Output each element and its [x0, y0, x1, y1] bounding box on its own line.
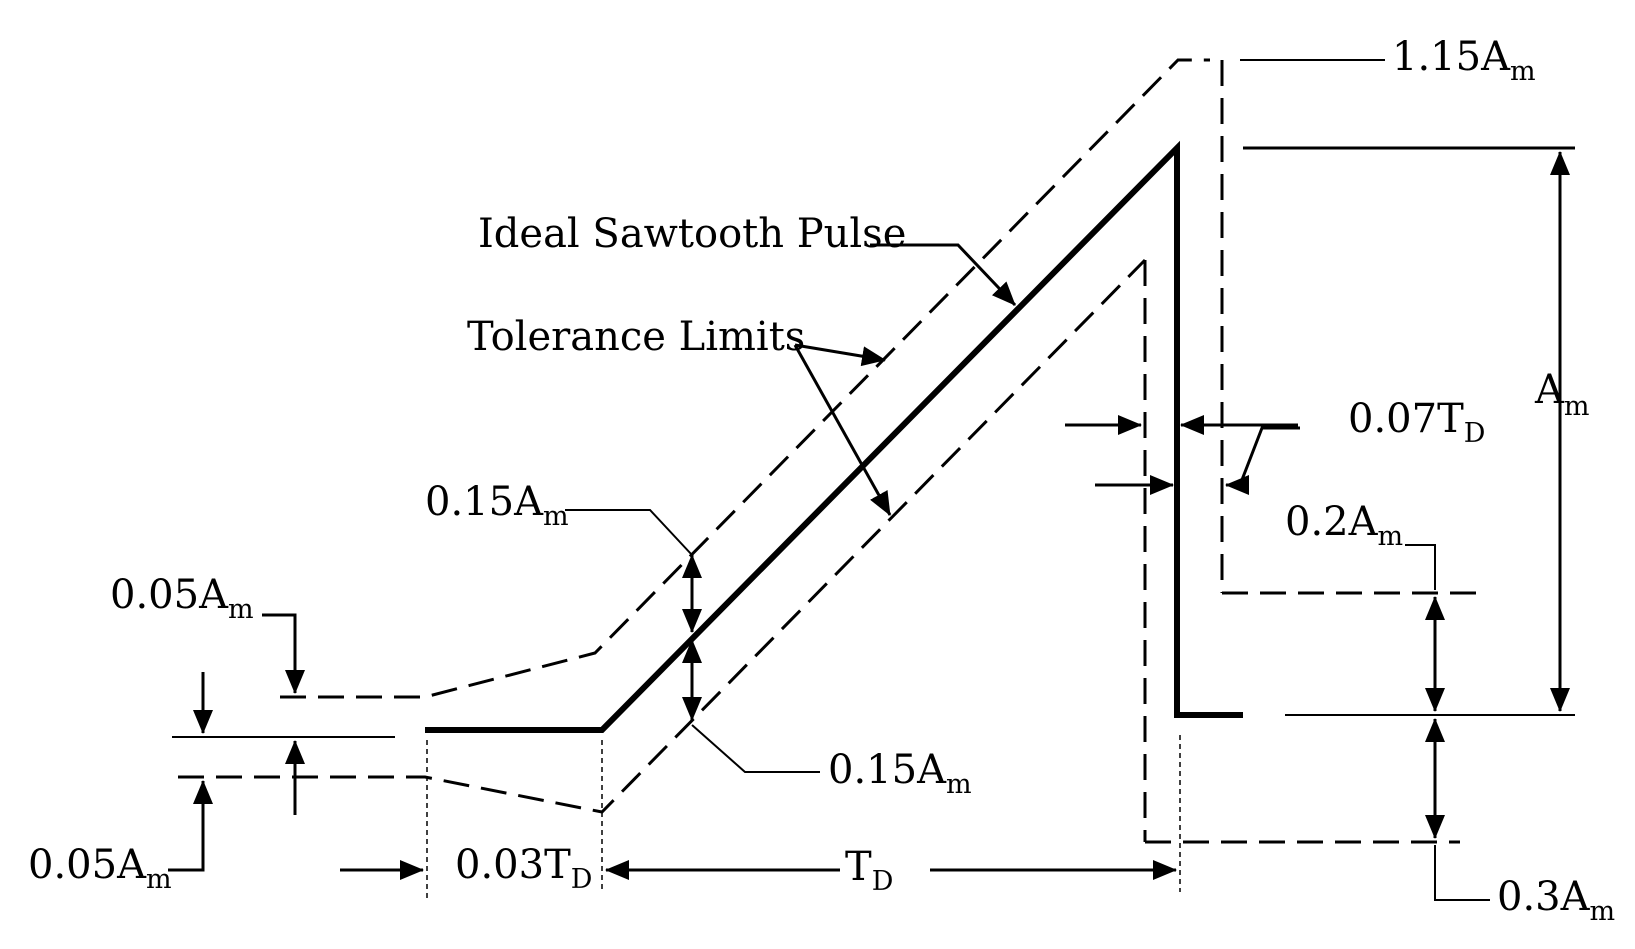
pre-lower-tolerance-label: 0.05Am: [28, 842, 172, 895]
ideal-pulse-label: Ideal Sawtooth Pulse: [478, 211, 906, 257]
reference-lines: [172, 59, 1575, 900]
rise-delay-label: 0.03TD: [455, 842, 592, 895]
label-leaders: [793, 243, 1017, 516]
duration-label: TD: [845, 844, 893, 897]
tolerance-limits-label: Tolerance Limits: [467, 314, 805, 360]
upper-peak-label: 1.15Am: [1392, 34, 1536, 87]
upper-tolerance-limit: [280, 58, 1485, 699]
pre-upper-tolerance-label: 0.05Am: [110, 572, 254, 625]
dimension-arrows: [168, 151, 1570, 901]
amplitude-label: Am: [1534, 367, 1590, 422]
ideal-sawtooth-pulse: [425, 140, 1243, 733]
lower-tolerance-limit: [178, 258, 1460, 844]
ramp-upper-tolerance-label: 0.15Am: [425, 479, 569, 532]
post-upper-tolerance-label: 0.2Am: [1285, 499, 1403, 552]
fall-tolerance-label: 0.07TD: [1348, 396, 1485, 449]
post-lower-tolerance-label: 0.3Am: [1497, 874, 1615, 927]
ramp-lower-tolerance-label: 0.15Am: [828, 747, 972, 800]
